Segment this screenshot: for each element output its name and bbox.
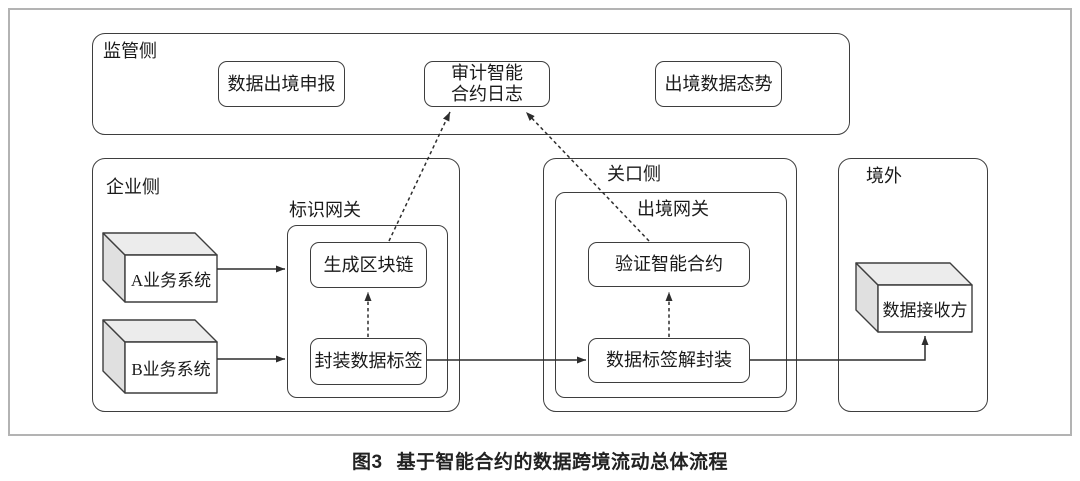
region-enterprise-label: 企业侧 [106, 177, 160, 197]
figure-caption-number: 图3 [351, 452, 383, 473]
region-regulatory [92, 33, 850, 135]
node-audit-contract-log: 审计智能 合约日志 [424, 61, 550, 107]
cuboid-system-b-label: B业务系统 [131, 360, 211, 379]
id-gateway-label: 标识网关 [289, 200, 361, 220]
exit-gateway-label: 出境网关 [637, 199, 709, 219]
cuboid-data-receiver-label: 数据接收方 [882, 301, 968, 320]
region-customs [543, 158, 797, 412]
figure-caption: 图3 基于智能合约的数据跨境流动总体流程 [0, 447, 1080, 474]
figure-caption-text: 基于智能合约的数据跨境流动总体流程 [396, 452, 729, 473]
node-pack-data-tag: 封装数据标签 [310, 338, 427, 385]
node-unpack-data-tag-label: 数据标签解封装 [606, 350, 732, 370]
node-unpack-data-tag: 数据标签解封装 [588, 338, 750, 383]
node-exit-data-situation: 出境数据态势 [655, 61, 782, 107]
exit-gateway-box [555, 192, 787, 398]
cuboid-system-a-label: A业务系统 [130, 271, 212, 290]
region-regulatory-label: 监管侧 [103, 41, 157, 61]
node-audit-contract-log-line1: 审计智能 [451, 63, 523, 83]
node-audit-contract-log-line2: 合约日志 [451, 84, 523, 104]
node-verify-smart-contract: 验证智能合约 [588, 242, 750, 287]
region-customs-label: 关口侧 [607, 164, 661, 184]
node-verify-smart-contract-label: 验证智能合约 [615, 254, 723, 274]
node-pack-data-tag-label: 封装数据标签 [314, 351, 423, 371]
region-overseas [838, 158, 988, 412]
node-data-exit-declare-label: 数据出境申报 [227, 73, 336, 94]
node-generate-blockchain-label: 生成区块链 [323, 254, 414, 275]
region-overseas-label: 境外 [866, 166, 902, 186]
node-generate-blockchain: 生成区块链 [310, 242, 427, 288]
id-gateway-box [287, 225, 448, 398]
node-exit-data-situation-label: 出境数据态势 [664, 73, 773, 94]
region-enterprise [92, 158, 460, 412]
node-data-exit-declare: 数据出境申报 [218, 61, 345, 107]
